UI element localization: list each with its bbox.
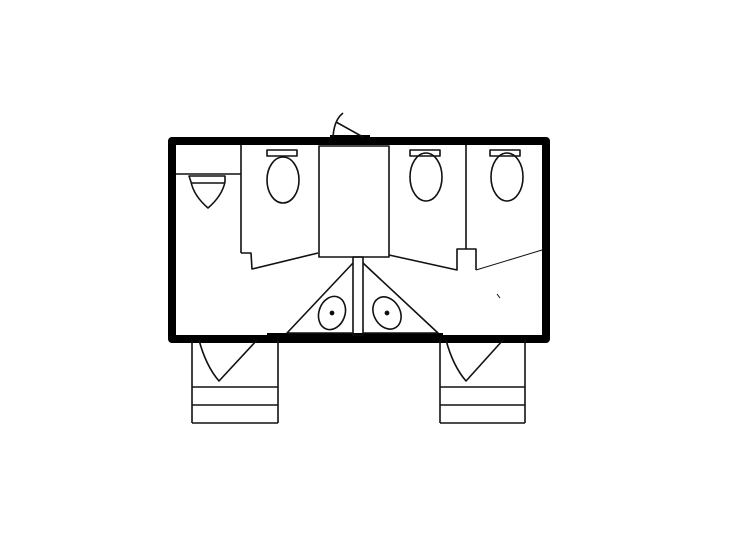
sink-counter-right xyxy=(362,262,439,334)
rear-door-icon xyxy=(332,112,364,138)
urinal-icon xyxy=(188,175,226,209)
stall-door-right xyxy=(388,248,477,271)
toilet-icon xyxy=(266,149,300,204)
toilet-icon xyxy=(409,149,443,202)
central-cabinet xyxy=(318,145,390,258)
stall-door-right-thin xyxy=(475,249,543,271)
debris-mark xyxy=(496,293,501,299)
top-wall-thick xyxy=(330,135,370,140)
sink-counter-left xyxy=(286,262,354,334)
bottom-wall-thick xyxy=(267,333,443,340)
sink-divider xyxy=(352,256,364,336)
sink-icon xyxy=(317,295,347,331)
door-swing-icon xyxy=(198,339,258,382)
sink-icon xyxy=(372,296,402,330)
urinal-stall xyxy=(176,145,242,253)
outer-wall xyxy=(168,137,550,343)
entrance-steps-right xyxy=(439,339,526,424)
toilet-icon xyxy=(489,149,524,202)
door-swing-icon xyxy=(445,339,504,382)
stall-partition-left xyxy=(241,252,319,270)
entrance-steps-left xyxy=(191,339,279,424)
